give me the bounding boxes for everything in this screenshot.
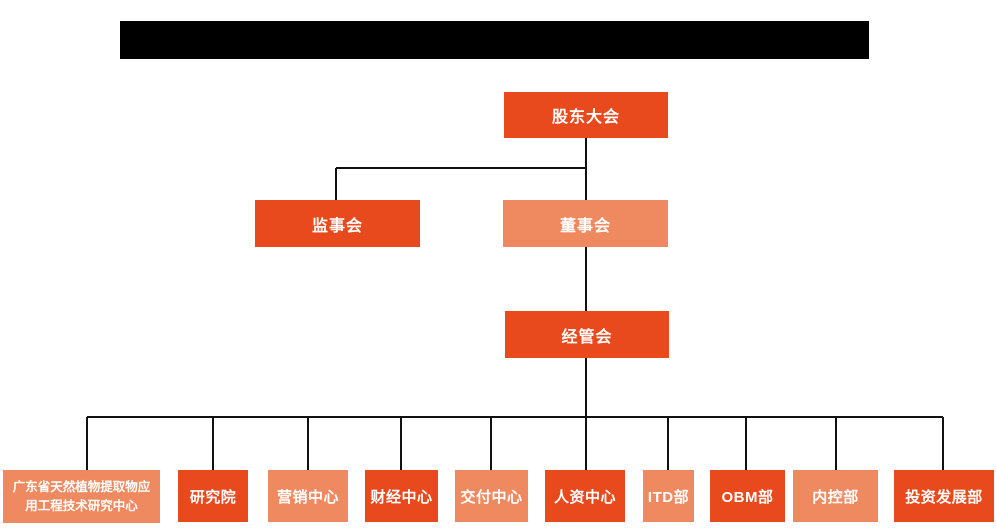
node-supervisory-board: 监事会 bbox=[255, 200, 420, 247]
node-dept-itd: ITD部 bbox=[643, 470, 694, 522]
node-dept-obm: OBM部 bbox=[710, 470, 785, 522]
connector-path bbox=[86, 138, 944, 470]
node-dept-research-center: 广东省天然植物提取物应用工程技术研究中心 bbox=[3, 470, 160, 523]
redacted-title-bar bbox=[120, 21, 869, 59]
node-dept-internal-control: 内控部 bbox=[793, 470, 878, 522]
node-shareholders-meeting: 股东大会 bbox=[504, 92, 668, 138]
node-dept-hr-center: 人资中心 bbox=[545, 470, 625, 522]
node-dept-marketing-center: 营销中心 bbox=[268, 470, 348, 522]
node-dept-finance-center: 财经中心 bbox=[365, 470, 438, 522]
node-dept-research-institute: 研究院 bbox=[178, 470, 248, 522]
node-management-committee: 经管会 bbox=[505, 311, 669, 358]
node-dept-investment-development: 投资发展部 bbox=[894, 470, 994, 522]
node-dept-delivery-center: 交付中心 bbox=[455, 470, 528, 522]
node-board-of-directors: 董事会 bbox=[503, 200, 668, 247]
